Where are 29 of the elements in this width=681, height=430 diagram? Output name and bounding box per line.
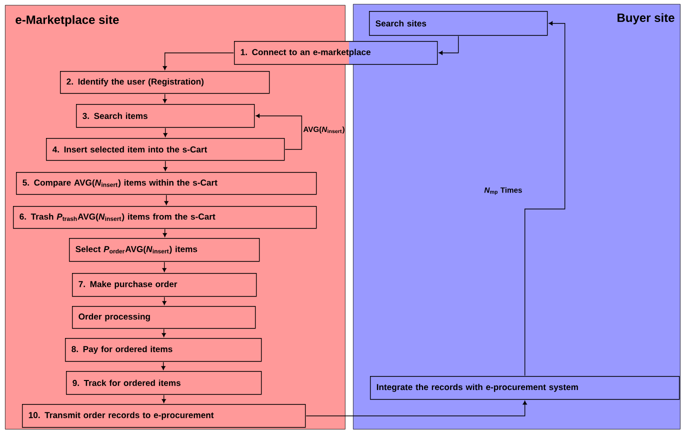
process-box: 7. Make purchase order bbox=[72, 272, 257, 297]
arrow bbox=[163, 160, 168, 171]
arrow bbox=[162, 228, 167, 237]
arrow bbox=[162, 394, 166, 403]
arrow bbox=[162, 94, 167, 103]
process-box: 9. Track for ordered items bbox=[66, 370, 262, 395]
arrow bbox=[306, 400, 527, 416]
arrow bbox=[524, 21, 566, 376]
process-box: 10. Transmit order records to e-procurement bbox=[22, 404, 306, 428]
arrow bbox=[438, 36, 459, 55]
process-box: 1. Connect to an e-marketplace bbox=[234, 41, 438, 65]
arrow bbox=[162, 262, 166, 272]
process-box: 3. Search items bbox=[76, 104, 255, 128]
arrow bbox=[162, 52, 234, 70]
process-box: 6. Trash P$_{trash}$AVG(N$_{insert}$) items from the s-Cart bbox=[13, 206, 317, 229]
process-box: 8. Pay for ordered items bbox=[65, 338, 262, 362]
process-box: Order processing bbox=[72, 306, 256, 329]
process-box: 2. Identify the user (Registration) bbox=[60, 71, 270, 94]
process-box: 5. Compare AVG(N$_{insert}$) items within the s-Cart bbox=[16, 172, 317, 195]
process-box: Select P$_{order}$AVG(N$_{insert}$) items bbox=[69, 238, 260, 262]
process-box: 4. Insert selected item into the s-Cart bbox=[46, 138, 285, 161]
arrow bbox=[162, 296, 166, 305]
arrow bbox=[256, 114, 302, 150]
arrow bbox=[162, 328, 166, 337]
arrow bbox=[161, 362, 166, 370]
process-box: Search sites bbox=[369, 11, 548, 36]
process-box: Integrate the records with e-procurement system bbox=[370, 376, 680, 400]
arrow bbox=[163, 128, 168, 137]
arrow bbox=[164, 194, 168, 205]
